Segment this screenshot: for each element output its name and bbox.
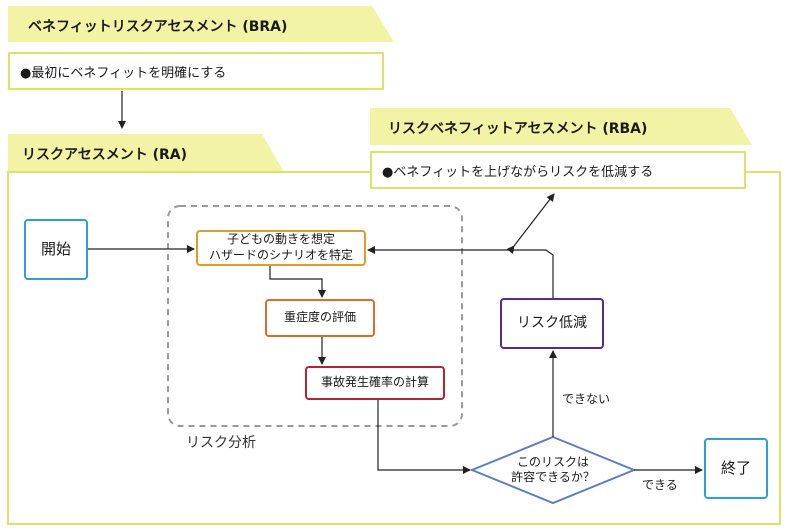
decision-line1: このリスクは	[516, 455, 589, 469]
risk-reduction-node: リスク低減	[500, 298, 604, 349]
bra-title: ベネフィットリスクアセスメント (BRA)	[28, 19, 288, 35]
arrow-step1-to-step2	[269, 265, 326, 298]
analysis-group	[167, 205, 463, 427]
ra-frame	[7, 171, 781, 525]
step-scenario-line2: ハザードのシナリオを特定	[208, 248, 353, 262]
analysis-label: リスク分析	[186, 435, 256, 451]
yes-label: できる	[642, 478, 678, 492]
decision-text: このリスクは 許容できるか？	[492, 455, 614, 485]
no-label: できない	[562, 392, 611, 406]
rba-title: リスクベネフィットアセスメント (RBA)	[388, 121, 648, 137]
ra-banner	[8, 134, 284, 172]
start-node: 開始	[24, 219, 88, 280]
end-node: 終了	[704, 438, 768, 499]
ra-title: リスクアセスメント (RA)	[22, 147, 188, 163]
decision-diamond	[469, 435, 637, 505]
step-probability: 事故発生確率の計算	[305, 366, 445, 400]
bra-banner	[8, 6, 394, 42]
double-arrow-rba	[506, 193, 555, 254]
decision-line2: 許容できるか？	[511, 470, 595, 484]
arrow-step3-to-decision	[377, 398, 471, 474]
step-scenario: 子どもの動きを想定 ハザードのシナリオを特定	[196, 230, 366, 266]
arrow-reduce-to-step1	[367, 246, 554, 298]
step-scenario-line1: 子どもの動きを想定	[226, 232, 335, 247]
step-severity: 重症度の評価	[265, 299, 375, 337]
rba-note: ●ベネフィットを上げながらリスクを低減する	[370, 151, 746, 189]
bra-note: ●最初にベネフィットを明確にする	[8, 52, 384, 90]
rba-banner	[370, 108, 752, 145]
